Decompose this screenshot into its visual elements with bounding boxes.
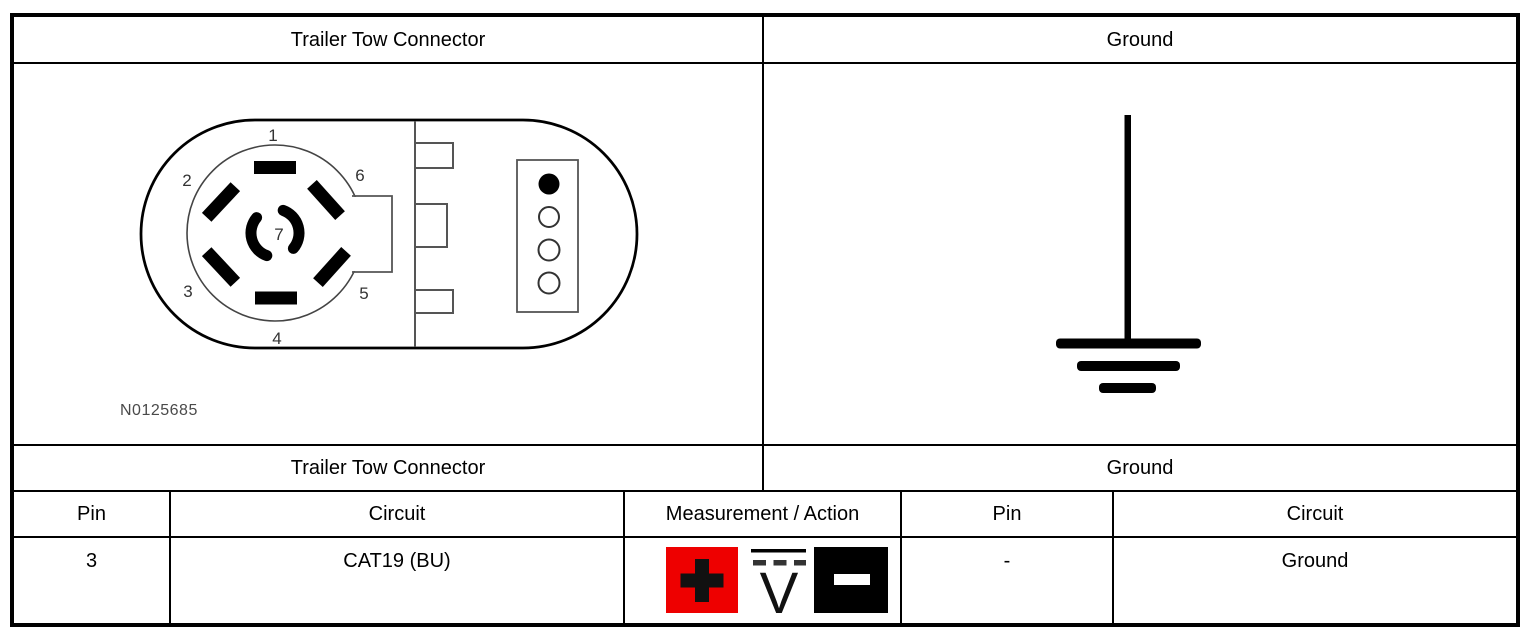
pin-2-terminal bbox=[201, 182, 241, 222]
cavity-hole-filled bbox=[538, 173, 560, 195]
row-divider bbox=[14, 62, 1516, 64]
volt-letter: V bbox=[759, 561, 798, 617]
section-header-trailer-tow-connector: Trailer Tow Connector bbox=[290, 457, 486, 479]
multimeter-leads-graphic: V bbox=[665, 547, 888, 617]
trailer-tow-connector-diagram: 1 2 3 4 5 6 7 bbox=[139, 118, 639, 350]
pin-2-label: 2 bbox=[182, 171, 191, 190]
negative-lead-icon bbox=[813, 547, 888, 613]
column-divider bbox=[169, 490, 171, 623]
col-header-right-pin: Pin bbox=[992, 503, 1022, 525]
positive-lead-icon bbox=[665, 547, 738, 613]
pin-4-label: 4 bbox=[272, 329, 281, 348]
keyway-mask bbox=[352, 197, 392, 271]
pin-7-terminal bbox=[277, 204, 305, 254]
pin-5-terminal bbox=[313, 247, 351, 287]
value-left-pin: 3 bbox=[85, 550, 98, 572]
keyway-notch bbox=[352, 195, 393, 273]
dc-voltage-icon: V bbox=[750, 549, 806, 617]
ground-bar bbox=[1056, 338, 1201, 349]
pin-1-terminal bbox=[254, 161, 296, 174]
ground-bar bbox=[1099, 383, 1156, 393]
connector-housing-outline bbox=[139, 118, 639, 350]
column-divider bbox=[762, 17, 764, 492]
cavity-hole bbox=[537, 271, 561, 295]
pin-7-label: 7 bbox=[274, 225, 283, 244]
section-header-ground: Ground bbox=[1106, 457, 1174, 479]
ground-symbol bbox=[1056, 115, 1201, 393]
pin-7-terminal bbox=[245, 212, 273, 262]
column-divider bbox=[1112, 490, 1114, 623]
ground-bar bbox=[1077, 361, 1180, 371]
measurement-action-cell: V bbox=[625, 538, 900, 622]
lock-tab bbox=[415, 289, 454, 314]
pin-6-label: 6 bbox=[355, 166, 364, 185]
pin-1-label: 1 bbox=[268, 126, 277, 145]
lock-tab bbox=[415, 203, 448, 248]
row-divider bbox=[14, 490, 1516, 492]
col-header-left-pin: Pin bbox=[77, 503, 106, 525]
header-trailer-tow-connector: Trailer Tow Connector bbox=[290, 28, 486, 51]
ground-lead-line bbox=[1124, 115, 1131, 343]
value-right-pin: - bbox=[1003, 550, 1011, 572]
pin-3-label: 3 bbox=[183, 282, 192, 301]
pin-4-terminal bbox=[255, 291, 297, 305]
figure-id: N0125685 bbox=[120, 402, 198, 419]
value-right-circuit: Ground bbox=[1281, 550, 1349, 572]
row-divider bbox=[14, 536, 1516, 538]
col-header-left-circuit: Circuit bbox=[368, 503, 426, 525]
pin-5-label: 5 bbox=[359, 284, 368, 303]
value-left-circuit: CAT19 (BU) bbox=[343, 550, 451, 572]
pin-3-terminal bbox=[201, 247, 241, 287]
column-divider bbox=[900, 490, 902, 623]
pin-6-terminal bbox=[307, 180, 345, 220]
row-divider bbox=[14, 444, 1516, 446]
col-header-right-circuit: Circuit bbox=[1286, 503, 1344, 525]
column-divider bbox=[623, 490, 625, 623]
lock-tab bbox=[415, 142, 454, 169]
cavity-hole bbox=[537, 238, 561, 262]
cavity-hole bbox=[538, 206, 560, 228]
cavity-block bbox=[516, 159, 579, 313]
header-ground: Ground bbox=[1106, 28, 1174, 51]
col-header-measurement-action: Measurement / Action bbox=[665, 503, 860, 525]
